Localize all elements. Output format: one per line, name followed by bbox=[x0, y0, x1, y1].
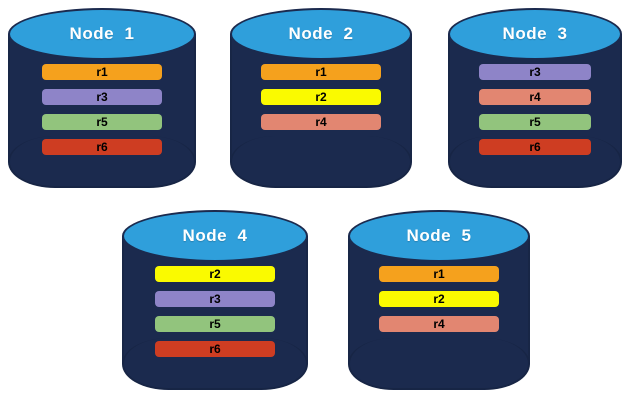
replica-row: r2 bbox=[155, 266, 275, 282]
replica-row-list: r1 r2 r4 bbox=[230, 64, 412, 130]
replica-row: r6 bbox=[42, 139, 162, 155]
cylinder-top: Node 2 bbox=[230, 8, 412, 60]
node-label: Node 3 bbox=[502, 24, 568, 43]
replica-row: r6 bbox=[479, 139, 591, 155]
replica-row: r3 bbox=[155, 291, 275, 307]
cylinder-top: Node 3 bbox=[448, 8, 622, 60]
database-node: Node 3 r3 r4 r5 r6 bbox=[448, 8, 622, 188]
database-node: Node 5 r1 r2 r4 bbox=[348, 210, 530, 390]
replica-row: r2 bbox=[261, 89, 381, 105]
replica-row: r4 bbox=[261, 114, 381, 130]
replica-row: r4 bbox=[379, 316, 499, 332]
replica-row: r1 bbox=[379, 266, 499, 282]
node-label: Node 2 bbox=[288, 24, 354, 43]
cylinder-bottom bbox=[230, 136, 412, 188]
replica-row: r1 bbox=[42, 64, 162, 80]
replica-row: r1 bbox=[261, 64, 381, 80]
replica-row-list: r1 r3 r5 r6 bbox=[8, 64, 196, 155]
replica-row: r5 bbox=[42, 114, 162, 130]
replica-row: r5 bbox=[479, 114, 591, 130]
database-node: Node 2 r1 r2 r4 bbox=[230, 8, 412, 188]
cylinder-top: Node 4 bbox=[122, 210, 308, 262]
cylinder-bottom bbox=[122, 338, 308, 390]
replica-row-list: r1 r2 r4 bbox=[348, 266, 530, 332]
node-label: Node 5 bbox=[406, 226, 472, 245]
database-node: Node 4 r2 r3 r5 r6 bbox=[122, 210, 308, 390]
cylinder-top: Node 1 bbox=[8, 8, 196, 60]
cylinder-bottom bbox=[348, 338, 530, 390]
replica-row: r3 bbox=[42, 89, 162, 105]
replica-row: r4 bbox=[479, 89, 591, 105]
replica-row: r5 bbox=[155, 316, 275, 332]
replica-row: r3 bbox=[479, 64, 591, 80]
database-node: Node 1 r1 r3 r5 r6 bbox=[8, 8, 196, 188]
replica-row: r6 bbox=[155, 341, 275, 357]
cylinder-top: Node 5 bbox=[348, 210, 530, 262]
replica-row: r2 bbox=[379, 291, 499, 307]
node-label: Node 1 bbox=[69, 24, 135, 43]
replica-row-list: r3 r4 r5 r6 bbox=[448, 64, 622, 155]
node-label: Node 4 bbox=[182, 226, 248, 245]
replica-row-list: r2 r3 r5 r6 bbox=[122, 266, 308, 357]
